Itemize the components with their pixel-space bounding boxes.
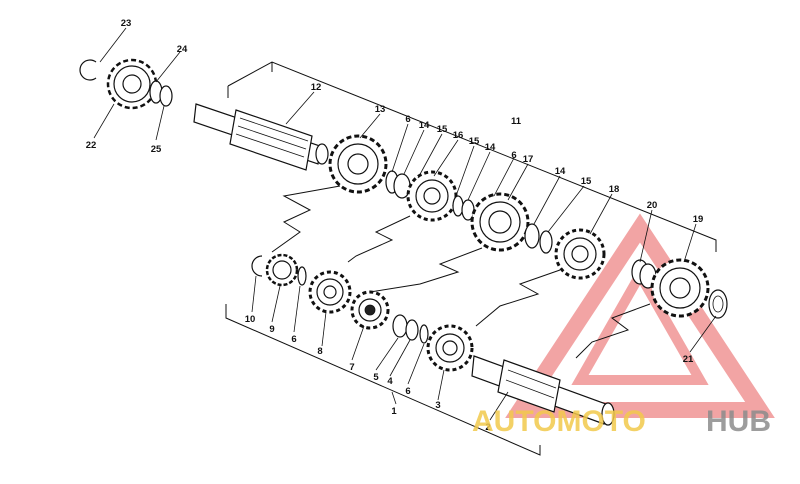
label-1: 1 [391,406,397,417]
label-11: 11 [511,116,522,127]
label-23: 23 [121,18,132,29]
gear-17 [470,192,530,252]
label-15c: 15 [581,176,592,187]
mesh-arrows [271,185,651,359]
label-19: 19 [693,214,704,225]
label-9: 9 [269,324,274,335]
watermark-part1: AUTOMOTO [472,405,646,438]
label-4: 4 [387,376,393,387]
washer-4 [405,319,419,341]
main-shaft [193,103,329,171]
gear-16 [406,170,458,222]
washer-6c [419,324,429,344]
label-6b: 6 [291,334,296,345]
gear-3 [426,324,474,372]
washer-6b [297,266,307,286]
label-8: 8 [317,346,322,357]
label-16: 16 [453,130,464,141]
label-14a: 14 [419,120,430,131]
bracket-1 [225,304,541,456]
gear-18 [554,228,606,280]
sprocket-22 [106,58,158,110]
bushing-5 [392,314,408,338]
label-14b: 14 [485,142,496,153]
label-22: 22 [86,140,97,151]
counter-shaft [471,355,615,426]
label-18: 18 [609,184,620,195]
bushing-14a [393,173,411,199]
bearing-20 [631,259,657,289]
bushing-14c [524,223,540,249]
label-25: 25 [151,144,162,155]
label-13: 13 [375,104,386,115]
gear-9 [265,253,299,287]
washer-21 [708,289,728,319]
label-15a: 15 [437,124,448,135]
label-2: 2 [485,422,490,433]
washer-15b [452,195,464,217]
part-labels: 23 24 22 25 12 13 6 14 15 16 15 14 11 6 … [86,18,704,433]
leader-lines [93,27,717,421]
washer-15c [539,230,553,254]
gear-19 [650,258,710,318]
label-6c: 6 [405,386,410,397]
label-14c: 14 [555,166,566,177]
circlip-23 [79,59,97,81]
watermark-part2: HUB [706,405,771,438]
label-20: 20 [647,200,658,211]
label-17: 17 [523,154,534,165]
oring-25 [159,85,173,107]
watermark-text: AUTOMOTO HUB [472,405,771,438]
label-12: 12 [311,82,322,93]
gear-8 [308,270,352,314]
label-6a: 6 [405,114,410,125]
bracket-11 [227,61,717,252]
circlip-10 [251,255,263,277]
label-6d: 6 [511,150,516,161]
label-5: 5 [373,372,379,383]
label-24: 24 [177,44,188,55]
gear-13 [328,134,388,194]
gear-7 [350,290,390,330]
watermark-logo [505,213,775,418]
label-3: 3 [435,400,440,411]
label-21: 21 [683,354,694,365]
label-10: 10 [245,314,256,325]
label-7: 7 [349,362,354,373]
label-15b: 15 [469,136,480,147]
